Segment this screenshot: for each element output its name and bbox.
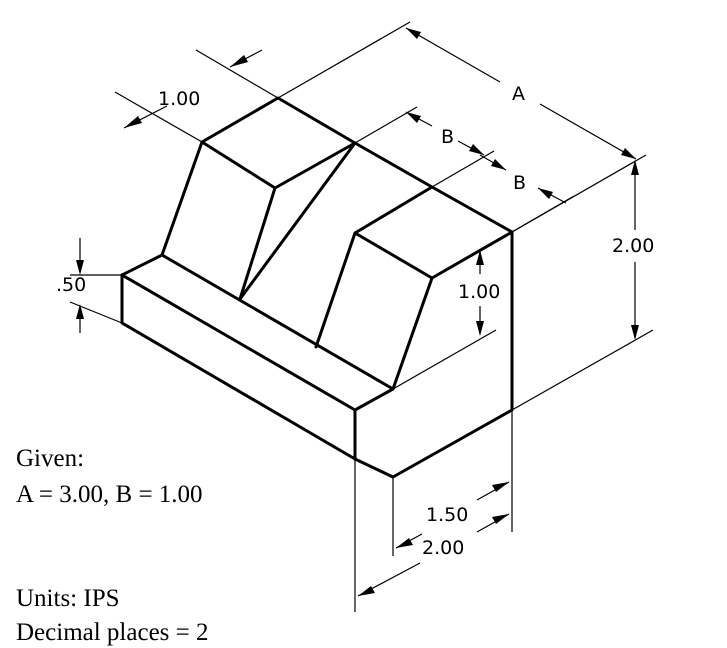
dimension-slot-b-lower: B <box>479 154 575 233</box>
dim-label-step-height: 1.00 <box>458 281 500 303</box>
dimension-depths: 1.50 2.00 <box>354 410 513 612</box>
dim-label-slot-b-lower: B <box>513 172 526 194</box>
dim-label-width-a: A <box>512 83 525 105</box>
dimension-top-depth: 1.00 <box>114 49 279 143</box>
dimension-width-a: A <box>277 21 647 233</box>
dim-label-top-depth: 1.00 <box>158 88 200 110</box>
dim-label-step-depth: 1.50 <box>426 504 468 526</box>
part-outline <box>120 96 514 479</box>
given-values: A = 3.00, B = 1.00 <box>16 481 203 508</box>
dimension-step-height: 1.00 <box>392 243 500 390</box>
given-title: Given: <box>16 445 85 472</box>
dim-label-base-height: .50 <box>56 274 86 296</box>
units-note: Units: IPS <box>16 585 120 612</box>
dim-label-total-depth: 2.00 <box>422 537 464 559</box>
dim-label-slot-b-upper: B <box>441 126 454 148</box>
dimension-slot-b-upper: B <box>354 106 495 188</box>
decimal-places-note: Decimal places = 2 <box>16 619 209 646</box>
dim-label-total-height: 2.00 <box>612 235 654 257</box>
dimension-base-height: .50 <box>56 238 123 333</box>
dimension-total-height: 2.00 <box>511 160 654 411</box>
